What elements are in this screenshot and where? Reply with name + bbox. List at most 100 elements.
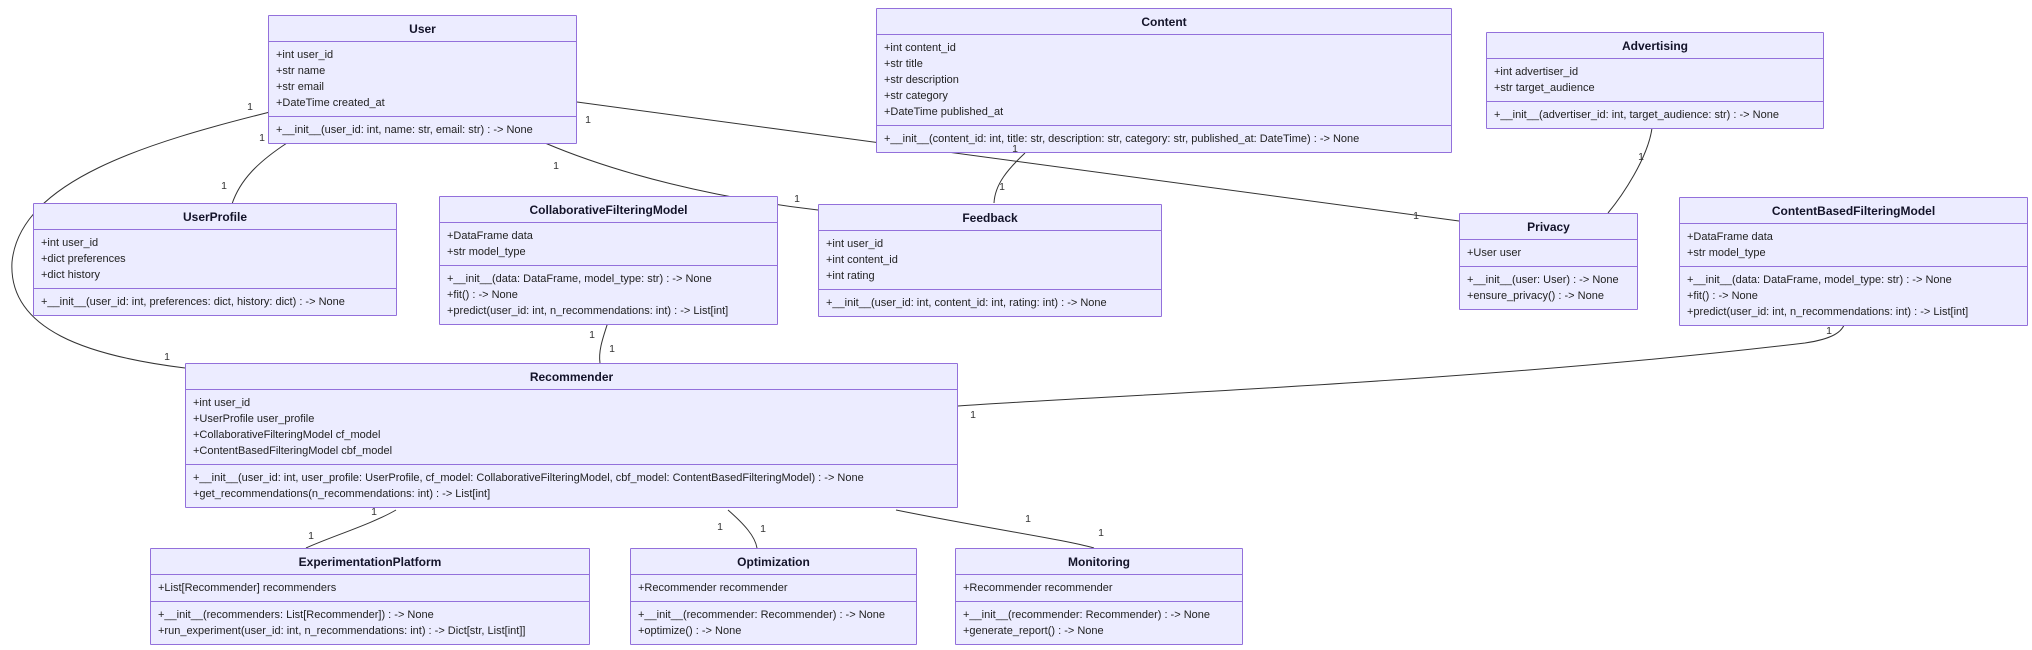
class-box-advertising: Advertising +int advertiser_id+str target… <box>1486 32 1824 129</box>
class-title: Privacy <box>1527 220 1570 234</box>
class-attribute: +int content_id <box>826 254 898 266</box>
class-method: +__init__(data: DataFrame, model_type: s… <box>1687 274 1952 286</box>
multiplicity-label: 1 <box>1098 526 1104 539</box>
class-box-recommender: Recommender +int user_id+UserProfile user… <box>185 363 958 508</box>
class-title: Optimization <box>737 555 810 569</box>
class-method: +get_recommendations(n_recommendations: … <box>193 488 491 500</box>
class-attribute: +str description <box>884 74 959 86</box>
class-attribute: +User user <box>1467 247 1522 259</box>
edge-recommender-optimization <box>727 509 758 549</box>
class-attribute: +int rating <box>826 270 875 282</box>
edge-advertising-privacy <box>1607 127 1653 214</box>
multiplicity-label: 1 <box>371 505 377 518</box>
class-method-section: +__init__(advertiser_id: int, target_aud… <box>1487 101 1823 128</box>
class-attribute: +str category <box>884 90 948 102</box>
multiplicity-label: 1 <box>760 522 766 535</box>
class-attribute: +DateTime published_at <box>884 106 1004 118</box>
class-method: +__init__(advertiser_id: int, target_aud… <box>1494 109 1779 121</box>
multiplicity-label: 1 <box>1638 150 1644 163</box>
class-attribute-section: +int user_id+str name+str email+DateTime… <box>269 41 576 116</box>
class-attribute: +int user_id <box>41 237 99 249</box>
class-attribute-section: +int advertiser_id+str target_audience <box>1487 58 1823 101</box>
class-method: +__init__(user_id: int, preferences: dic… <box>41 296 345 308</box>
class-attribute: +str email <box>276 81 324 93</box>
class-box-content: Content+int content_id+str title+str des… <box>876 8 1452 153</box>
class-attribute: +str target_audience <box>1494 82 1595 94</box>
class-title: User <box>409 22 436 36</box>
class-title: CollaborativeFilteringModel <box>529 203 688 217</box>
multiplicity-label: 1 <box>1826 324 1832 337</box>
edge-recommender-experimentationplatform <box>305 509 397 549</box>
class-method-section: +__init__(user: User) : -> None +ensure_p… <box>1460 266 1637 309</box>
class-attribute: +int content_id <box>884 42 956 54</box>
class-box-experimentationplatform: ExperimentationPlatform+List[Recommender… <box>150 548 590 645</box>
edge-collaborativefilteringmodel-recommender <box>599 321 609 364</box>
class-attribute: +Recommender recommender <box>638 582 788 594</box>
class-title: Advertising <box>1621 39 1688 53</box>
class-attribute-section: +Recommender recommender <box>631 574 916 601</box>
class-attribute: +str model_type <box>447 246 526 258</box>
class-attribute: +ContentBasedFilteringModel cbf_model <box>193 445 393 457</box>
multiplicity-label: 1 <box>1025 512 1031 525</box>
multiplicity-label: 1 <box>247 100 253 113</box>
multiplicity-label: 1 <box>999 180 1005 193</box>
class-method: +predict(user_id: int, n_recommendations… <box>1687 306 1969 318</box>
class-attribute: +int user_id <box>276 49 334 61</box>
class-method: +__init__(user: User) : -> None <box>1467 274 1619 286</box>
class-attribute: +int user_id <box>826 238 884 250</box>
class-attribute: +str name <box>276 65 326 77</box>
multiplicity-label: 1 <box>1413 209 1419 222</box>
multiplicity-label: 1 <box>585 113 591 126</box>
class-attribute-section: +int user_id +int content_id +int rating <box>819 230 1161 289</box>
class-box-contentbasedfilteringmodel: ContentBasedFilteringModel +DataFrame dat… <box>1679 197 2028 326</box>
class-attribute: +DataFrame data <box>1687 231 1773 243</box>
multiplicity-label: 1 <box>221 179 227 192</box>
class-method-section: +__init__(data: DataFrame, model_type: s… <box>1680 266 2027 325</box>
class-method: +__init__(recommender: Recommender) : ->… <box>963 609 1211 621</box>
class-method-section: +__init__(user_id: int, content_id: int,… <box>819 289 1161 316</box>
class-method: +__init__(content_id: int, title: str, d… <box>884 133 1360 145</box>
multiplicity-label: 1 <box>609 342 615 355</box>
class-method: +optimize() : -> None <box>638 625 742 637</box>
class-attribute-section: +int user_id+dict preferences+dict histo… <box>34 229 396 288</box>
class-attribute-section: +DataFrame data+str model_type <box>440 222 777 265</box>
class-attribute-section: +List[Recommender] recommenders <box>151 574 589 601</box>
multiplicity-label: 1 <box>970 408 976 421</box>
multiplicity-label: 1 <box>794 192 800 205</box>
edge-contentbasedfilteringmodel-recommender <box>957 321 1846 407</box>
class-method: +__init__(recommenders: List[Recommender… <box>158 609 434 621</box>
class-attribute-section: +int user_id+UserProfile user_profile+Co… <box>186 389 957 464</box>
edge-user-recommender <box>11 111 271 369</box>
class-attribute: +str model_type <box>1687 247 1766 259</box>
class-method: +__init__(user_id: int, user_profile: Us… <box>193 472 864 484</box>
class-title: UserProfile <box>182 210 248 224</box>
class-method: +run_experiment(user_id: int, n_recommen… <box>158 625 526 637</box>
class-method: +__init__(data: DataFrame, model_type: s… <box>447 273 712 285</box>
class-method-section: +__init__(content_id: int, title: str, d… <box>877 125 1451 152</box>
multiplicity-label: 1 <box>553 159 559 172</box>
class-title: ContentBasedFilteringModel <box>1771 204 1936 218</box>
class-method-section: +__init__(recommender: Recommender) : ->… <box>631 601 916 644</box>
class-title: Recommender <box>529 370 614 384</box>
multiplicity-label: 1 <box>164 350 170 363</box>
class-attribute-section: +User user <box>1460 239 1637 266</box>
class-box-user: User+int user_id+str name+str email+Date… <box>268 15 577 144</box>
class-box-collaborativefilteringmodel: CollaborativeFilteringModel +DataFrame da… <box>439 196 778 325</box>
class-attribute: +List[Recommender] recommenders <box>158 582 337 594</box>
class-attribute-section: +DataFrame data +str model_type <box>1680 223 2027 266</box>
edge-user-privacy <box>576 101 1460 222</box>
class-box-userprofile: UserProfile +int user_id+dict preferences… <box>33 203 397 316</box>
class-method: +__init__(user_id: int, name: str, email… <box>276 124 533 136</box>
class-method-section: +__init__(user_id: int, user_profile: Us… <box>186 464 957 507</box>
class-attribute: +Recommender recommender <box>963 582 1113 594</box>
class-attribute: +int user_id <box>193 397 251 409</box>
class-attribute: +CollaborativeFilteringModel cf_model <box>193 429 381 441</box>
class-method: +ensure_privacy() : -> None <box>1467 290 1604 302</box>
class-method: +fit() : -> None <box>447 289 518 301</box>
multiplicity-label: 1 <box>1012 142 1018 155</box>
multiplicity-label: 1 <box>589 328 595 341</box>
class-method-section: +__init__(recommenders: List[Recommender… <box>151 601 589 644</box>
class-method: +__init__(recommender: Recommender) : ->… <box>638 609 886 621</box>
